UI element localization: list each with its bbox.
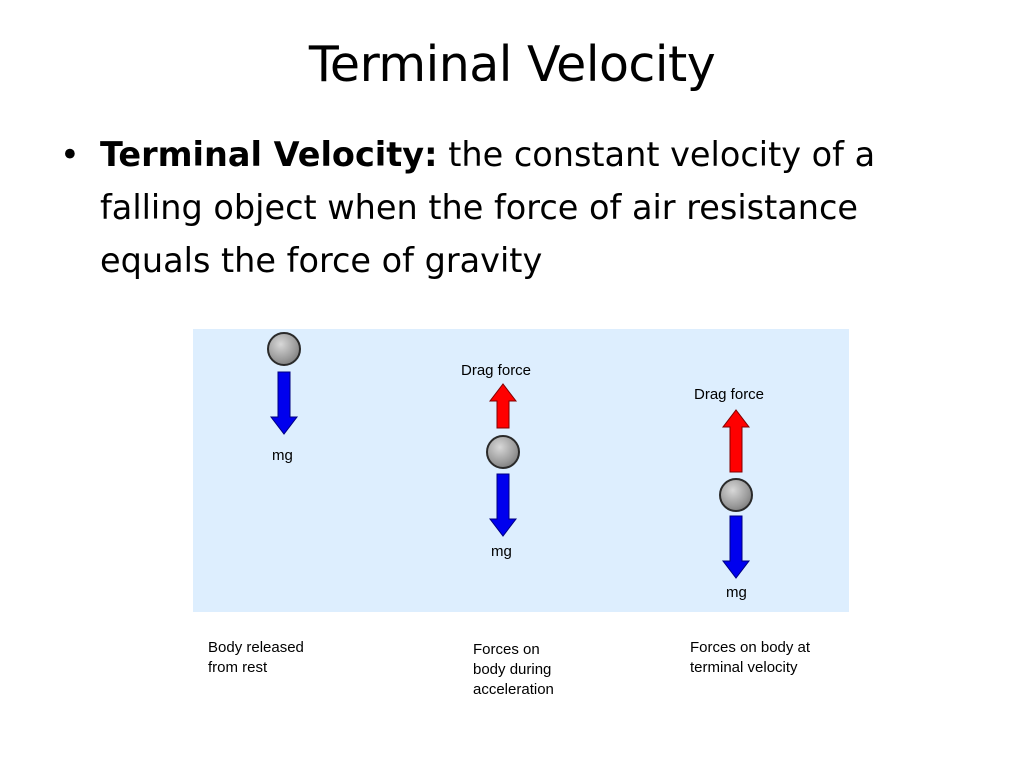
gravity-label: mg (726, 584, 747, 601)
caption-released-from-rest: Body released from rest (208, 639, 304, 676)
falling-ball-icon (719, 478, 753, 512)
definition-term: Terminal Velocity: (100, 135, 438, 174)
caption-terminal-velocity: Forces on body at terminal velocity (690, 639, 811, 676)
gravity-label: mg (491, 543, 512, 560)
gravity-arrow-icon (488, 473, 518, 537)
drag-force-label: Drag force (694, 386, 764, 403)
drag-arrow-icon (721, 409, 751, 473)
falling-ball-icon (486, 435, 520, 469)
definition-body: the constant velocity of a falling objec… (100, 135, 876, 280)
drag-arrow-icon (488, 383, 518, 429)
panel-terminal-velocity: Drag force mg (694, 386, 764, 601)
panel-released-from-rest: mg (267, 332, 301, 464)
force-diagram: mg Drag force mg Drag force mg (193, 329, 849, 612)
panel-during-acceleration: Drag force mg (461, 362, 531, 560)
force-diagram-canvas: mg Drag force mg Drag force mg (267, 332, 764, 601)
falling-ball-icon (267, 332, 301, 366)
definition-text: Terminal Velocity: the constant velocity… (100, 128, 960, 287)
slide-title: Terminal Velocity (308, 36, 716, 93)
gravity-label: mg (272, 447, 293, 464)
gravity-arrow-icon (721, 515, 751, 579)
caption-during-acceleration: Forces on body during acceleration (473, 641, 554, 698)
bullet-dot-icon: • (60, 135, 80, 174)
gravity-arrow-icon (269, 371, 299, 435)
drag-force-label: Drag force (461, 362, 531, 379)
